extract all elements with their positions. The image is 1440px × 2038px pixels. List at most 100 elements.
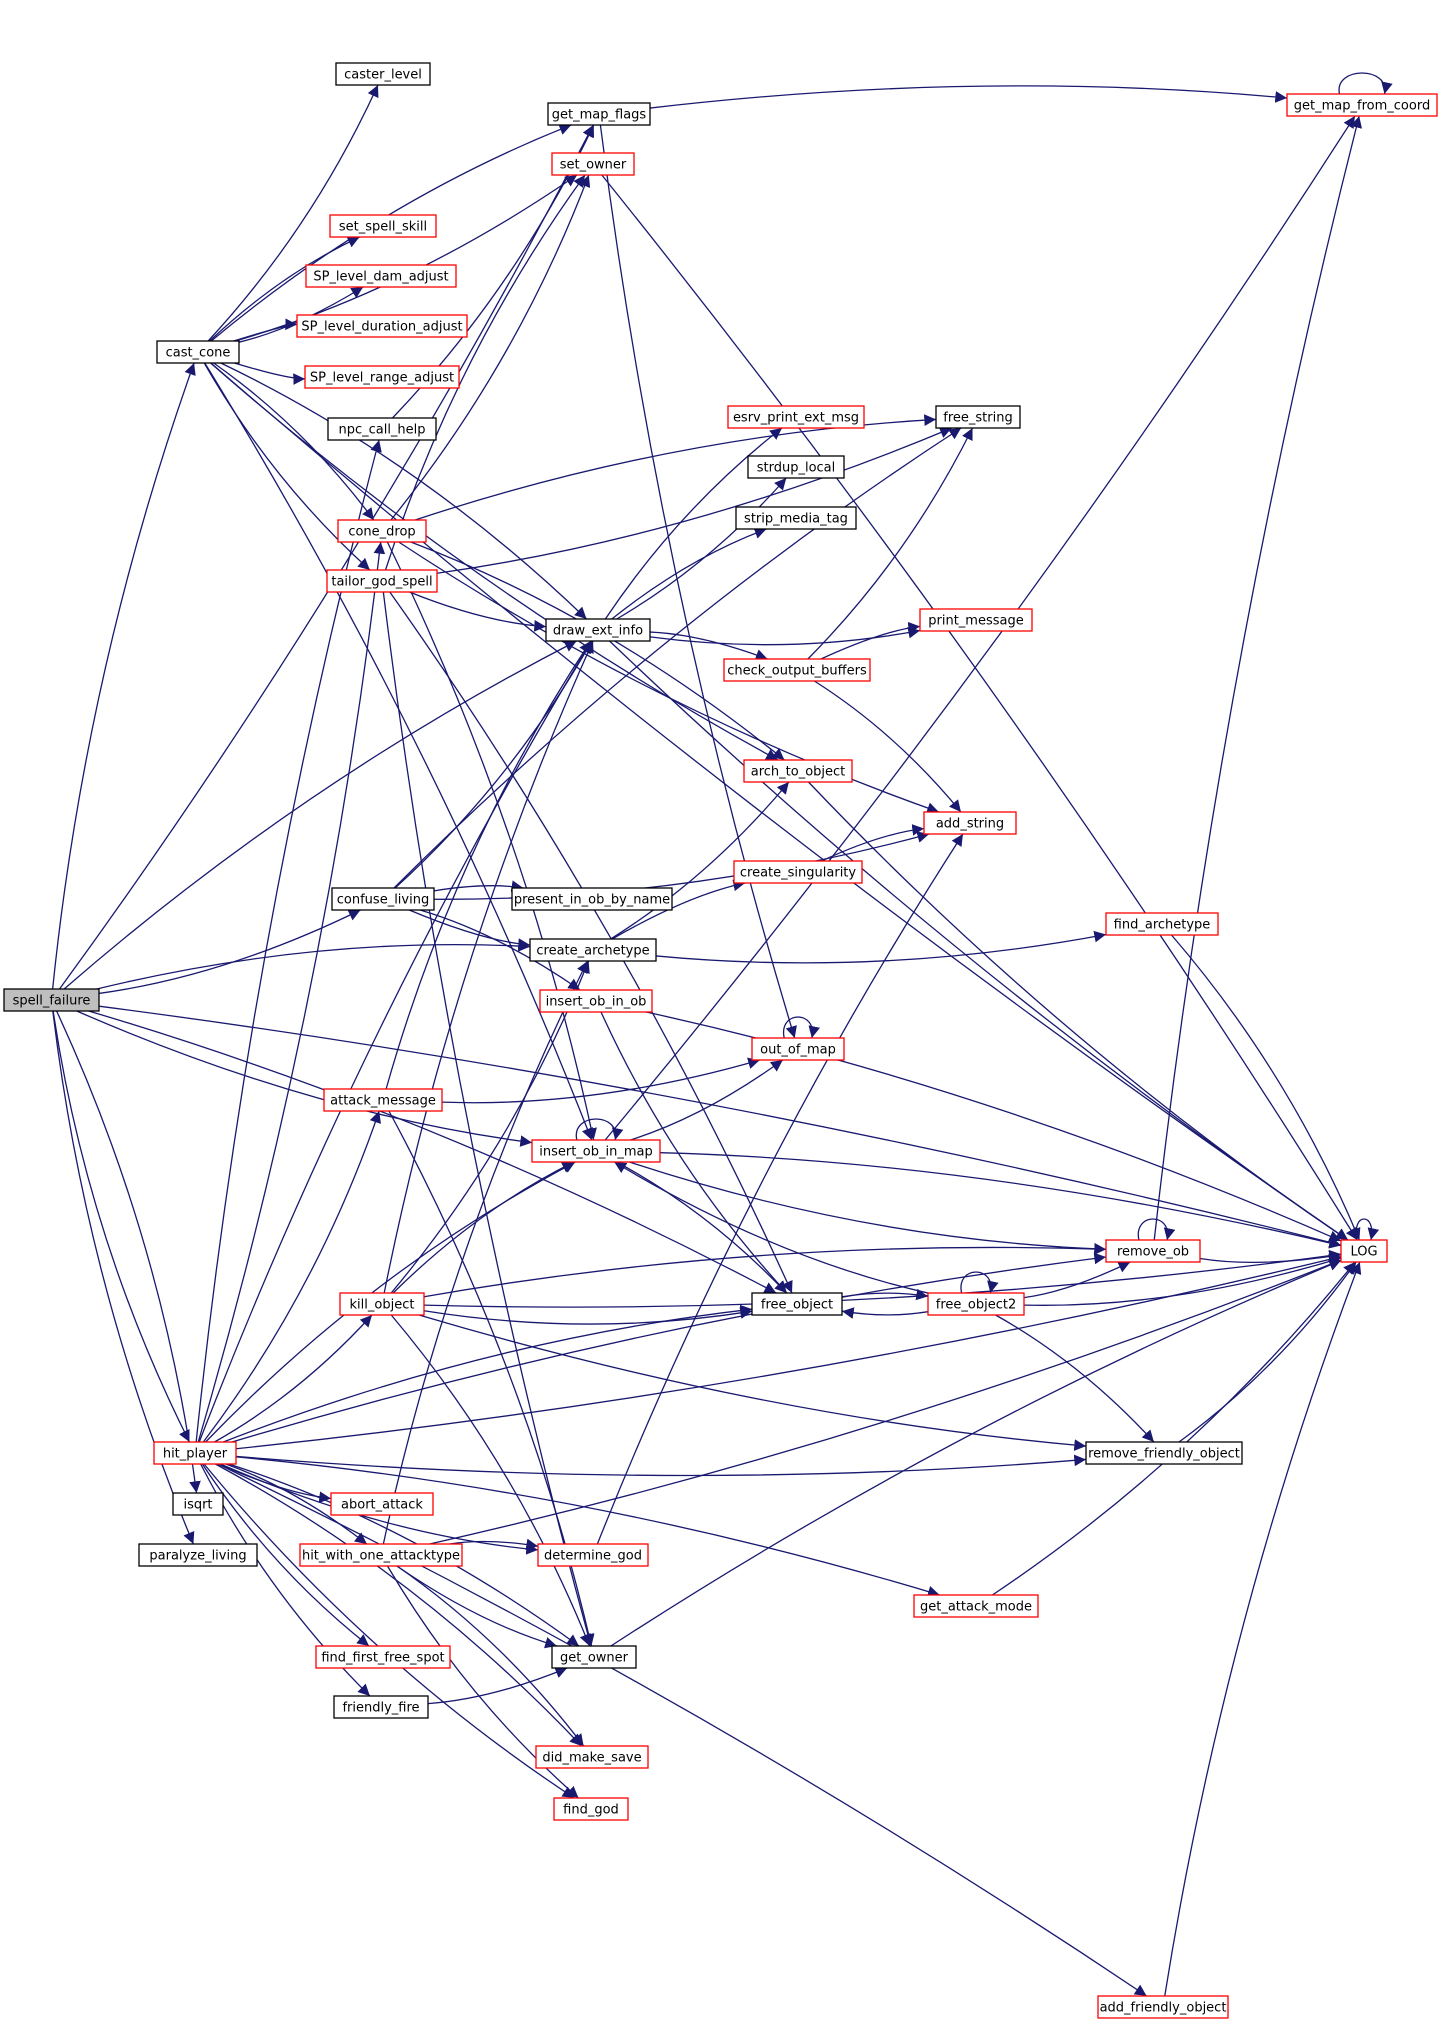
edge-hit_with_one_attacktype-to-get_owner	[396, 1565, 558, 1649]
edge-LOG-to-LOG	[1355, 1218, 1380, 1241]
node-set_spell_skill[interactable]: set_spell_skill	[329, 214, 437, 238]
node-box-attack_message	[323, 1088, 443, 1112]
edge-arch_to_object-to-LOG	[807, 781, 1349, 1241]
node-confuse_living[interactable]: confuse_living	[331, 887, 435, 911]
node-SP_level_range_adjust[interactable]: SP_level_range_adjust	[304, 365, 460, 389]
node-cone_drop[interactable]: cone_drop	[337, 519, 427, 543]
node-esrv_print_ext_msg[interactable]: esrv_print_ext_msg	[727, 405, 865, 429]
node-get_map_from_coord[interactable]: get_map_from_coord	[1286, 93, 1438, 117]
node-free_object[interactable]: free_object	[751, 1292, 843, 1316]
node-label-cone_drop: cone_drop	[348, 525, 415, 540]
edge-hit_player-to-remove_ob	[231, 1252, 1107, 1443]
node-free_string[interactable]: free_string	[935, 405, 1021, 429]
node-find_first_free_spot[interactable]: find_first_free_spot	[315, 1645, 451, 1669]
node-strip_media_tag[interactable]: strip_media_tag	[735, 506, 857, 530]
edge-create_archetype-to-arch_to_object	[610, 781, 790, 940]
node-npc_call_help[interactable]: npc_call_help	[327, 417, 437, 441]
node-box-add_friendly_object	[1097, 1995, 1229, 2019]
node-friendly_fire[interactable]: friendly_fire	[333, 1695, 429, 1719]
node-box-print_message	[919, 608, 1033, 632]
edge-check_output_buffers-to-add_string	[813, 680, 962, 813]
node-box-remove_friendly_object	[1085, 1441, 1243, 1465]
edge-hit_player-to-remove_friendly_object	[235, 1454, 1087, 1477]
node-find_archetype[interactable]: find_archetype	[1105, 912, 1219, 936]
node-isqrt[interactable]: isqrt	[172, 1492, 224, 1516]
edge-draw_ext_info-to-esrv_print_ext_msg	[604, 427, 783, 620]
node-box-free_string	[935, 405, 1021, 429]
node-strdup_local[interactable]: strdup_local	[747, 455, 845, 479]
node-LOG[interactable]: LOG	[1340, 1239, 1388, 1263]
node-box-check_output_buffers	[723, 658, 871, 682]
node-paralyze_living[interactable]: paralyze_living	[138, 1543, 258, 1567]
node-remove_ob[interactable]: remove_ob	[1105, 1239, 1201, 1263]
edge-remove_ob-to-LOG	[1199, 1250, 1342, 1264]
edge-hit_with_one_attacktype-to-find_god	[386, 1565, 579, 1799]
node-label-determine_god: determine_god	[544, 1549, 642, 1564]
edge-get_map_flags-to-out_of_map	[599, 124, 797, 1039]
node-label-spell_failure: spell_failure	[13, 994, 91, 1009]
node-remove_friendly_object[interactable]: remove_friendly_object	[1085, 1441, 1243, 1465]
edge-insert_ob_in_map-to-free_object	[616, 1161, 787, 1294]
node-box-isqrt	[172, 1492, 224, 1516]
node-out_of_map[interactable]: out_of_map	[751, 1037, 845, 1061]
node-find_god[interactable]: find_god	[553, 1797, 629, 1821]
node-arch_to_object[interactable]: arch_to_object	[743, 759, 853, 783]
edge-free_object2-to-LOG	[1023, 1255, 1342, 1306]
node-hit_player[interactable]: hit_player	[153, 1441, 237, 1465]
node-box-insert_ob_in_map	[531, 1139, 661, 1163]
node-get_attack_mode[interactable]: get_attack_mode	[913, 1594, 1039, 1618]
edge-tailor_god_spell-to-draw_ext_info	[409, 591, 547, 632]
node-label-get_owner: get_owner	[560, 1651, 629, 1666]
node-create_singularity[interactable]: create_singularity	[733, 860, 863, 884]
node-present_in_ob_by_name[interactable]: present_in_ob_by_name	[511, 887, 673, 911]
node-free_object2[interactable]: free_object2	[927, 1292, 1025, 1316]
edge-insert_ob_in_ob-to-LOG	[645, 1011, 1342, 1242]
node-abort_attack[interactable]: abort_attack	[330, 1492, 434, 1516]
node-SP_level_duration_adjust[interactable]: SP_level_duration_adjust	[296, 314, 468, 338]
node-get_map_flags[interactable]: get_map_flags	[547, 102, 651, 126]
edge-get_owner-to-LOG	[610, 1259, 1342, 1647]
node-box-LOG	[1340, 1239, 1388, 1263]
edge-hit_player-to-insert_ob_in_map	[205, 1161, 576, 1443]
node-determine_god[interactable]: determine_god	[537, 1543, 649, 1567]
node-label-SP_level_dam_adjust: SP_level_dam_adjust	[313, 270, 448, 285]
node-create_archetype[interactable]: create_archetype	[529, 938, 657, 962]
node-insert_ob_in_map[interactable]: insert_ob_in_map	[531, 1139, 661, 1163]
edge-tailor_god_spell-to-free_string	[436, 427, 953, 574]
node-add_string[interactable]: add_string	[923, 811, 1017, 835]
node-hit_with_one_attacktype[interactable]: hit_with_one_attacktype	[299, 1543, 463, 1567]
node-caster_level[interactable]: caster_level	[335, 62, 431, 86]
node-tailor_god_spell[interactable]: tailor_god_spell	[326, 569, 438, 593]
node-label-set_spell_skill: set_spell_skill	[339, 220, 427, 235]
edge-attack_message-to-out_of_map	[441, 1057, 761, 1104]
node-attack_message[interactable]: attack_message	[323, 1088, 443, 1112]
edge-remove_friendly_object-to-LOG	[1178, 1261, 1357, 1443]
edge-confuse_living-to-insert_ob_in_ob	[419, 909, 581, 991]
node-draw_ext_info[interactable]: draw_ext_info	[545, 618, 651, 642]
node-check_output_buffers[interactable]: check_output_buffers	[723, 658, 871, 682]
node-box-remove_ob	[1105, 1239, 1201, 1263]
node-box-draw_ext_info	[545, 618, 651, 642]
node-set_owner[interactable]: set_owner	[551, 152, 635, 176]
edge-check_output_buffers-to-print_message	[820, 621, 921, 660]
node-add_friendly_object[interactable]: add_friendly_object	[1097, 1995, 1229, 2019]
node-insert_ob_in_ob[interactable]: insert_ob_in_ob	[539, 989, 653, 1013]
edge-confuse_living-to-present_in_ob_by_name	[433, 880, 524, 892]
edge-cast_cone-to-LOG	[210, 362, 1349, 1241]
node-cast_cone[interactable]: cast_cone	[156, 340, 240, 364]
node-box-caster_level	[335, 62, 431, 86]
edge-find_archetype-to-LOG	[1170, 934, 1361, 1241]
edge-cast_cone-to-tailor_god_spell	[203, 362, 371, 571]
node-print_message[interactable]: print_message	[919, 608, 1033, 632]
node-box-set_spell_skill	[329, 214, 437, 238]
node-label-find_first_free_spot: find_first_free_spot	[321, 1651, 444, 1666]
edge-spell_failure-to-get_map_flags	[58, 124, 594, 990]
edge-friendly_fire-to-get_owner	[427, 1667, 568, 1705]
node-get_owner[interactable]: get_owner	[551, 1645, 637, 1669]
node-SP_level_dam_adjust[interactable]: SP_level_dam_adjust	[305, 264, 457, 288]
edge-layer	[51, 72, 1393, 1997]
edge-hit_player-to-hit_with_one_attacktype	[225, 1463, 368, 1545]
node-spell_failure[interactable]: spell_failure	[3, 988, 100, 1012]
node-did_make_save[interactable]: did_make_save	[535, 1745, 649, 1769]
node-kill_object[interactable]: kill_object	[339, 1292, 425, 1316]
